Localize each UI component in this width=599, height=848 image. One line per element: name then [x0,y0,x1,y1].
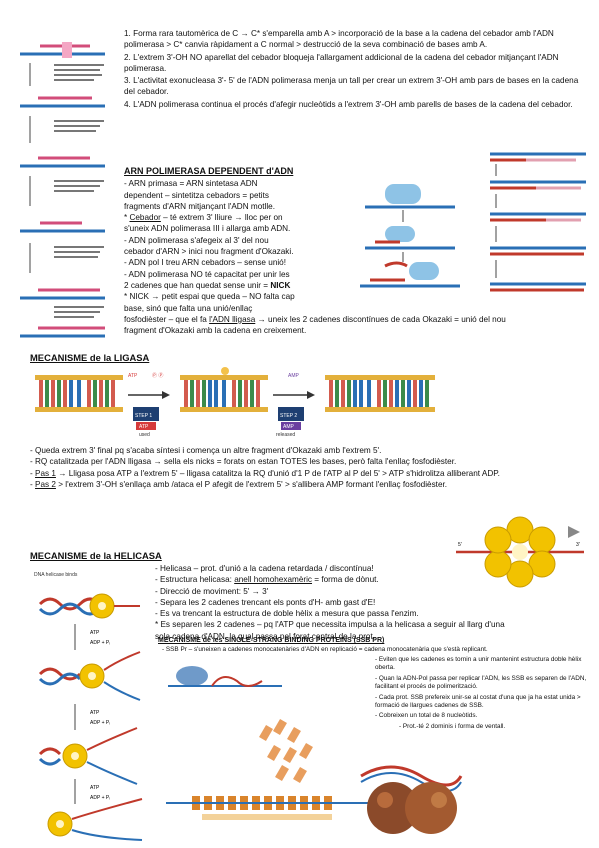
text-line: - Prot.-té 2 dominis i forma de ventall. [399,722,506,730]
adp-label: ADP + Pᵢ [90,795,110,801]
text-line: - ADN polimerasa NO té capacitat per uni… [124,269,290,279]
atp-top-label: ATP [128,373,138,379]
text-run: 2 cadenes que han quedat sense unir = [124,280,271,290]
text-line: - Eviten que les cadenes es tornin a uni… [375,656,582,672]
intro-list: 1. Forma rara tautomèrica de C → C* s'em… [124,28,586,110]
primase-figure [345,182,475,300]
underlined-term: Pas 2 [35,479,56,489]
atp-label: ATP [90,785,100,791]
text-line: - Pas 1 → Lligasa posa ATP a l'extrem 5'… [30,468,590,479]
section-title: MECANISME de la LIGASA [30,352,150,363]
text-line: * NICK → petit espai que queda – NO falt… [124,292,295,302]
text-run: = forma de dònut. [312,575,379,585]
text-run: → uneix les 2 cadenes discontínues de ca… [255,314,506,324]
text-line: cebador d'ARN > inici nou fragment d'Oka… [124,247,294,257]
ssb-protein-figure [355,756,465,840]
text-line: sola cadena d'ADN, la qual passa pel for… [155,631,376,641]
text-line: - Es va trencant la estructura de doble … [155,609,419,619]
text-line: s'uneix ADN polimerasa III i allarga amb… [124,224,291,234]
text-line: fosfodièster – que el fa l'ADN lligasa →… [124,314,594,325]
helicase-binds-label: DNA helicase binds [34,572,78,578]
released-label: released [276,432,295,437]
section-title: MECANISME de la HELICASA [30,550,162,561]
text-line: dependent – sintetitza cebadors = petits [124,190,269,200]
atp-used-label: ATP [139,424,149,430]
used-label: used [139,432,150,437]
adp-label: ADP + Pᵢ [90,720,110,726]
intro-item: 1. Forma rara tautomèrica de C → C* s'em… [124,29,554,50]
ssb-heading: MECANISME de les SINGLE-STRANG BINDING P… [158,637,385,644]
text-line: - Estructura helicasa: anell homohexamèr… [155,574,595,585]
ssb-binding-figure [162,656,377,826]
helicase-text: - Helicasa – prot. d'unió a la cadena re… [155,563,595,642]
atp-label: ATP [90,710,100,716]
underlined-term: l'ADN lligasa [209,314,256,324]
underlined-term: Pas 1 [35,468,56,478]
underlined-term: Cebador [129,213,161,223]
intro-item: 2. L'extrem 3'-OH NO aparellat del cebad… [124,52,559,73]
step1-label: STEP 1 [135,413,152,419]
text-run: – té extrem 3' lliure → lloc per on [160,213,283,223]
text-line: - Helicasa – prot. d'unió a la cadena re… [155,564,374,573]
text-line: - Cobreixen un total de 8 nucleòtids. [375,712,478,720]
ssb-bullets: - Eviten que les cadenes es tornin a uni… [375,656,593,731]
atp-label: ATP [90,630,100,636]
helicase-ring-figure: 5' 3' [450,510,590,590]
text-line: - ADN polimerasa s'afegeix al 3' del nou [124,235,269,245]
text-run: - Estructura helicasa: [155,575,235,585]
step2-label: STEP 2 [280,413,297,419]
text-line: - ARN primasa = ARN sintetasa ADN [124,179,258,189]
ligase-figure: STEP 1 ATP used ATP Ⓟ Ⓟ STEP 2 AMP relea… [30,365,440,438]
text-line: - Queda extrem 3' final pq s'acaba sínte… [30,446,382,455]
adp-label: ADP + Pᵢ [90,640,110,646]
text-run: * [124,213,130,223]
proofreading-figure [10,28,118,348]
intro-item: 3. L'activitat exonucleasa 3'- 5' de l'A… [124,76,579,97]
pp-label: Ⓟ Ⓟ [152,372,163,379]
text-line: - Pas 2 > l'extrem 3'-OH s'enllaça amb /… [30,479,590,490]
ssb-title: MECANISME de les SINGLE-STRANG BINDING P… [158,636,384,645]
text-line: * Cebador – té extrem 3' lliure → lloc p… [124,212,594,223]
text-line: - RQ catalitzada per l'ADN lligasa → sel… [30,457,457,467]
five-prime-label: 5' [458,542,462,548]
text-line: fragment d'Okazaki amb la cadena en crei… [124,326,307,336]
text-line: fragments d'ARN mitjançant l'ADN motlle. [124,201,276,211]
text-run: - [30,468,36,478]
text-line: - Quan la ADN-Pol passa per replicar l'A… [375,674,587,691]
text-line: - Direcció de moviment: 5' → 3' [155,586,269,596]
text-line: - Separa les 2 cadenes trencant els pont… [155,597,376,607]
section-title: ARN POLIMERASA DEPENDENT d'ADN [124,166,294,176]
amp-top-label: AMP [288,373,300,379]
text-line: - ADN pol I treu ARN cebadors – sense un… [124,258,287,268]
text-run: fosfodièster – que el fa [124,314,210,324]
intro-item: 4. L'ADN polimerasa continua el procés d… [124,99,573,109]
ssb-intro: - SSB Pr – s'uneixen a cadenes monocaten… [162,646,488,653]
text-run: → Lligasa posa ATP a l'extrem 5' – lliga… [55,468,500,478]
okazaki-figure [486,144,592,312]
text-run: > l'extrem 3'-OH s'enllaça amb /ataca el… [55,479,448,489]
ligase-text: - Queda extrem 3' final pq s'acaba sínte… [30,445,590,490]
text-line: - Cada prot. SSB prefereix unir-se al co… [375,693,581,710]
text-line: base, sinó que falta una unió/enllaç [124,303,253,313]
text-line: 2 cadenes que han quedat sense unir = NI… [124,280,594,291]
three-prime-label: 3' [576,542,580,548]
helicase-steps-figure: DNA helicase binds ATP ADP + Pᵢ ATP ADP … [30,564,150,842]
amp-label: AMP [283,424,295,430]
underlined-term: anell homohexamèric [234,575,313,585]
text-run: - [30,479,36,489]
text-line: * Es separen les 2 cadenes – pq l'ATP qu… [155,620,505,630]
arn-polymerase-section: ARN POLIMERASA DEPENDENT d'ADN - ARN pri… [124,166,594,336]
bold-term: NICK [270,280,291,290]
